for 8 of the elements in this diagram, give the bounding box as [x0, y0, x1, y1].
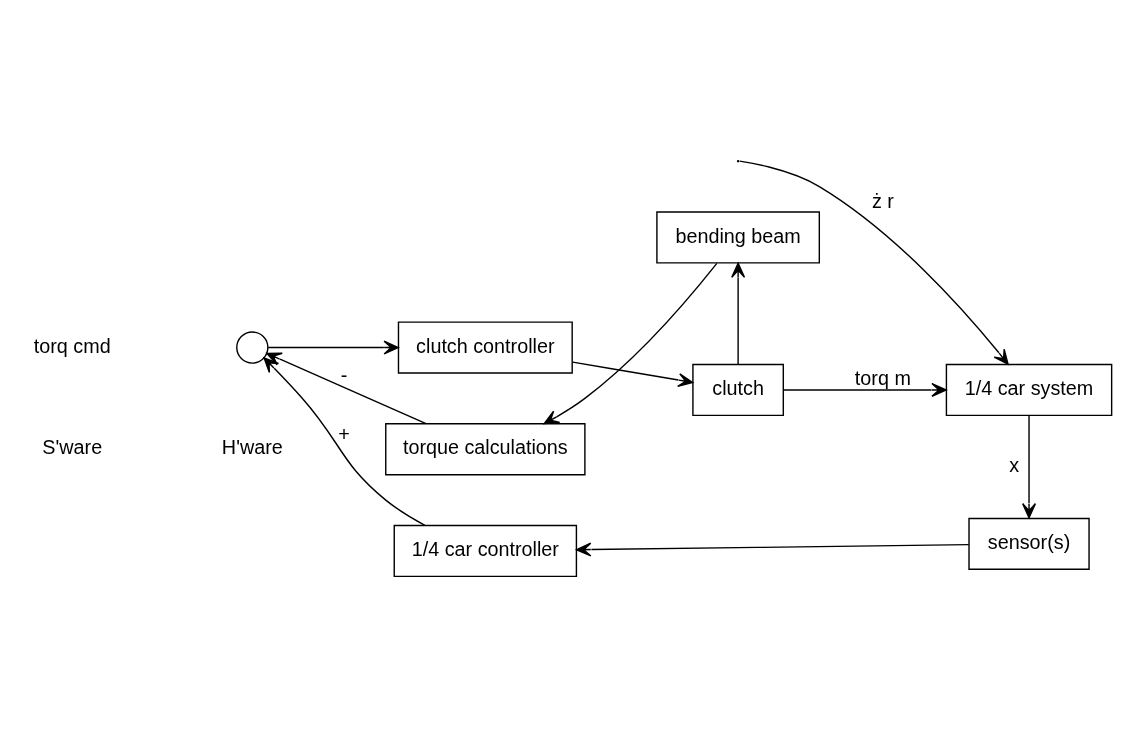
edge-label: ż r	[871, 189, 894, 212]
label: torq cmd	[33, 334, 111, 357]
label: S'ware	[42, 435, 103, 458]
edge-label: x	[1009, 453, 1020, 476]
edge-label: torq m	[854, 366, 911, 389]
label: H'ware	[221, 435, 283, 458]
edge-label: +	[338, 422, 350, 445]
edge-label: -	[340, 363, 348, 386]
